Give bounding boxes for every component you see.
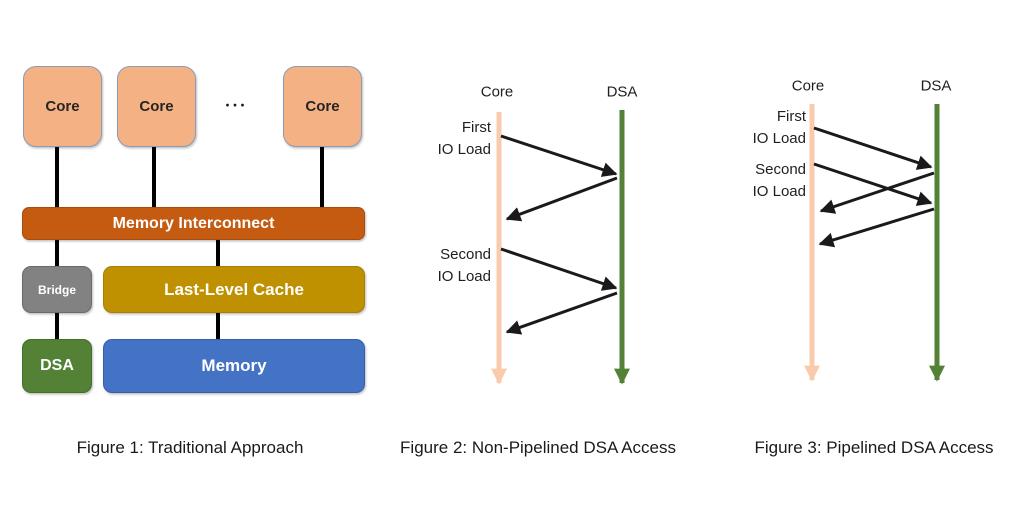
fig3-dsa-header: DSA (920, 77, 952, 95)
connector-core1-interconnect (55, 145, 59, 209)
dsa-label: DSA (40, 357, 74, 374)
connector-interconnect-bridge (55, 239, 59, 268)
fig3-second-io-load-label: Second IO Load (752, 161, 806, 200)
fig3-second-response-arrow (818, 207, 935, 248)
memory-interconnect-label: Memory Interconnect (112, 214, 275, 232)
connector-interconnect-cache (216, 239, 220, 268)
fig3-core-header: Core (791, 77, 825, 95)
core-box-1: Core (23, 66, 102, 147)
core-box-3: Core (283, 66, 362, 147)
figure2-caption: Figure 2: Non-Pipelined DSA Access (400, 438, 676, 457)
bridge-label: Bridge (37, 282, 76, 297)
fig2-second-response-arrow (505, 291, 618, 335)
connector-bridge-dsa (55, 311, 59, 341)
core-label: Core (45, 98, 80, 115)
memory-label: Memory (201, 356, 267, 375)
fig2-first-request-arrow (500, 134, 618, 177)
bridge-box: Bridge (22, 266, 92, 313)
fig2-dsa-header: DSA (606, 83, 638, 101)
last-level-cache-label: Last-Level Cache (164, 279, 304, 299)
core-label: Core (139, 98, 174, 115)
core-label: Core (305, 98, 340, 115)
fig2-second-io-load-label: Second IO Load (437, 246, 491, 285)
fig2-second-request-arrow (500, 247, 618, 291)
fig2-core-header: Core (480, 83, 514, 101)
figure1-caption: Figure 1: Traditional Approach (76, 438, 304, 457)
memory-interconnect-box: Memory Interconnect (22, 207, 365, 240)
connector-cache-memory (216, 311, 220, 341)
fig2-first-response-arrow (505, 176, 618, 222)
more-cores-ellipsis: ••• (225, 100, 249, 112)
core-box-2: Core (117, 66, 196, 147)
dsa-box: DSA (22, 339, 92, 393)
fig3-first-response-arrow (819, 171, 935, 214)
connector-core2-interconnect (152, 145, 156, 209)
last-level-cache-box: Last-Level Cache (103, 266, 365, 313)
figure3-caption: Figure 3: Pipelined DSA Access (754, 438, 994, 457)
fig3-second-request-arrow (813, 162, 933, 206)
fig3-first-io-load-label: First IO Load (752, 108, 806, 147)
fig2-first-io-load-label: First IO Load (437, 119, 491, 158)
connector-core3-interconnect (320, 145, 324, 209)
memory-box: Memory (103, 339, 365, 393)
fig3-first-request-arrow (813, 126, 933, 170)
